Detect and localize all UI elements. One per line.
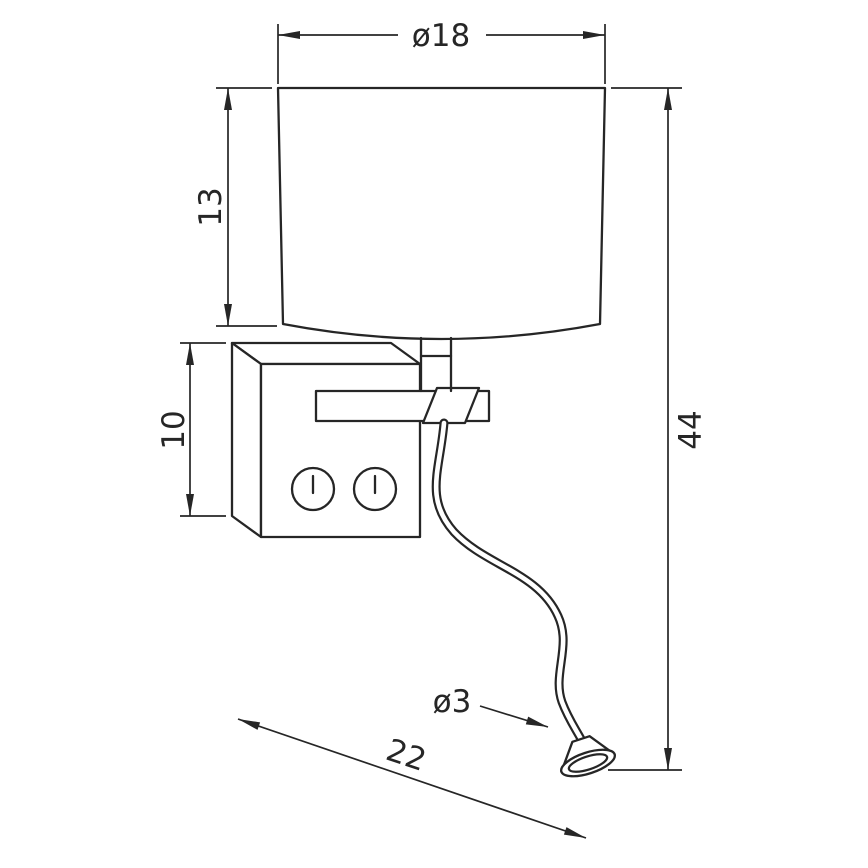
socket-stem	[419, 336, 453, 393]
wall-box-left-face	[230, 341, 263, 539]
dim-total-height-label: 44	[673, 410, 709, 449]
dim-shade-diameter-label: ø18	[412, 18, 470, 54]
flexible-arm	[431, 418, 586, 744]
lamp-shade	[276, 86, 607, 341]
dim-shade-height: 13	[193, 87, 277, 327]
dim-led-head-diameter-label: ø3	[433, 684, 472, 720]
dim-depth: 22	[237, 718, 587, 839]
dim-wall-box-height-label: 10	[156, 410, 192, 449]
dim-wall-box-height: 10	[156, 342, 226, 517]
dim-shade-diameter: ø18	[277, 18, 606, 84]
dim-total-height: 44	[608, 87, 709, 771]
dim-shade-height-label: 13	[193, 187, 229, 226]
switch-right	[352, 466, 398, 512]
dim-led-head-diameter: ø3	[433, 684, 549, 728]
dim-depth-label: 22	[382, 732, 431, 779]
switch-left	[290, 466, 336, 512]
dimension-annotations: ø18 13 10 44	[156, 18, 709, 839]
callout-leader-line	[479, 705, 549, 728]
led-head	[560, 735, 616, 778]
lamp-outline	[230, 86, 616, 778]
dim-line	[237, 718, 587, 839]
wall-box-top-face	[230, 341, 422, 366]
wall-box	[230, 341, 422, 539]
arm-clamp-block	[421, 386, 481, 425]
